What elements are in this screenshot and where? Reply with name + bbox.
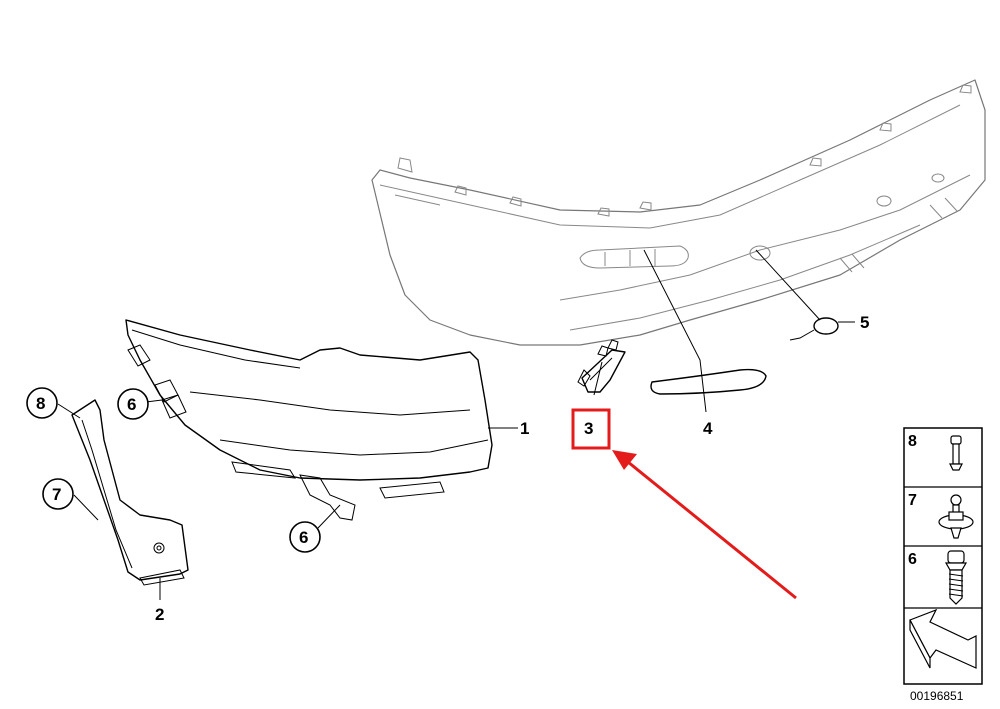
rear-bumper-assembly [371,79,986,346]
legend-number-6: 6 [908,551,917,568]
callout-2: 2 [155,605,164,624]
callout-numbers: 1 2 3 4 5 [155,313,869,624]
callout-7: 7 [42,478,74,510]
rivet-icon [949,435,963,471]
legend-number-8: 8 [908,433,917,450]
bumper-side-section [125,319,493,521]
direction-arrow-icon [909,608,977,669]
callout-6-upper: 6 [117,388,149,420]
leader-lines [57,249,855,600]
cap-part-5 [789,317,839,341]
svg-text:6: 6 [299,528,308,547]
callout-8: 8 [26,387,58,419]
svg-text:8: 8 [36,394,45,413]
screw-icon [944,550,968,605]
bracket-part-3 [577,339,626,393]
callout-1: 1 [520,419,529,438]
reflector-part-4 [650,368,767,395]
callout-5: 5 [860,313,869,332]
svg-text:6: 6 [127,395,136,414]
mud-flap [71,399,189,586]
callout-6-lower: 6 [289,521,321,553]
callout-4: 4 [703,419,713,438]
document-id: 00196851 [910,689,964,703]
legend-number-7: 7 [908,492,917,509]
fastener-legend: 8 7 6 [903,427,983,685]
highlight-box-part-3 [571,408,611,450]
callout-3: 3 [584,419,593,438]
svg-text:7: 7 [52,485,61,504]
highlight-arrow [612,450,797,600]
expanding-rivet-icon [938,494,974,539]
